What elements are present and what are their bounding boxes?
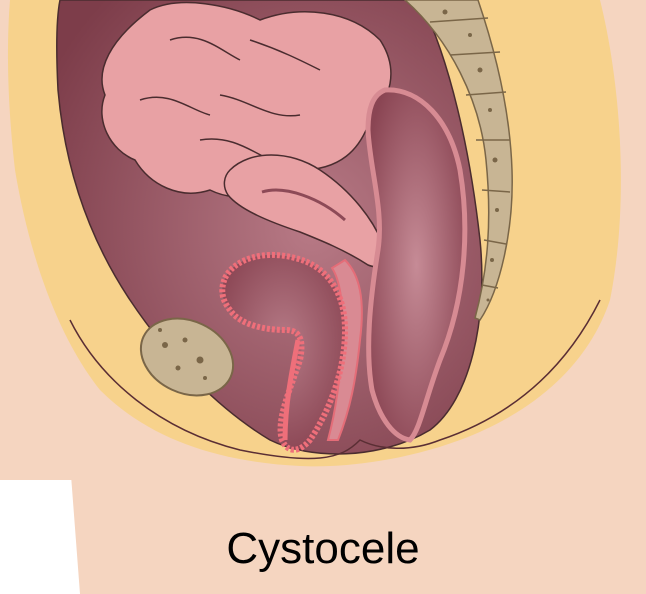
diagram-caption: Cystocele: [0, 519, 646, 579]
